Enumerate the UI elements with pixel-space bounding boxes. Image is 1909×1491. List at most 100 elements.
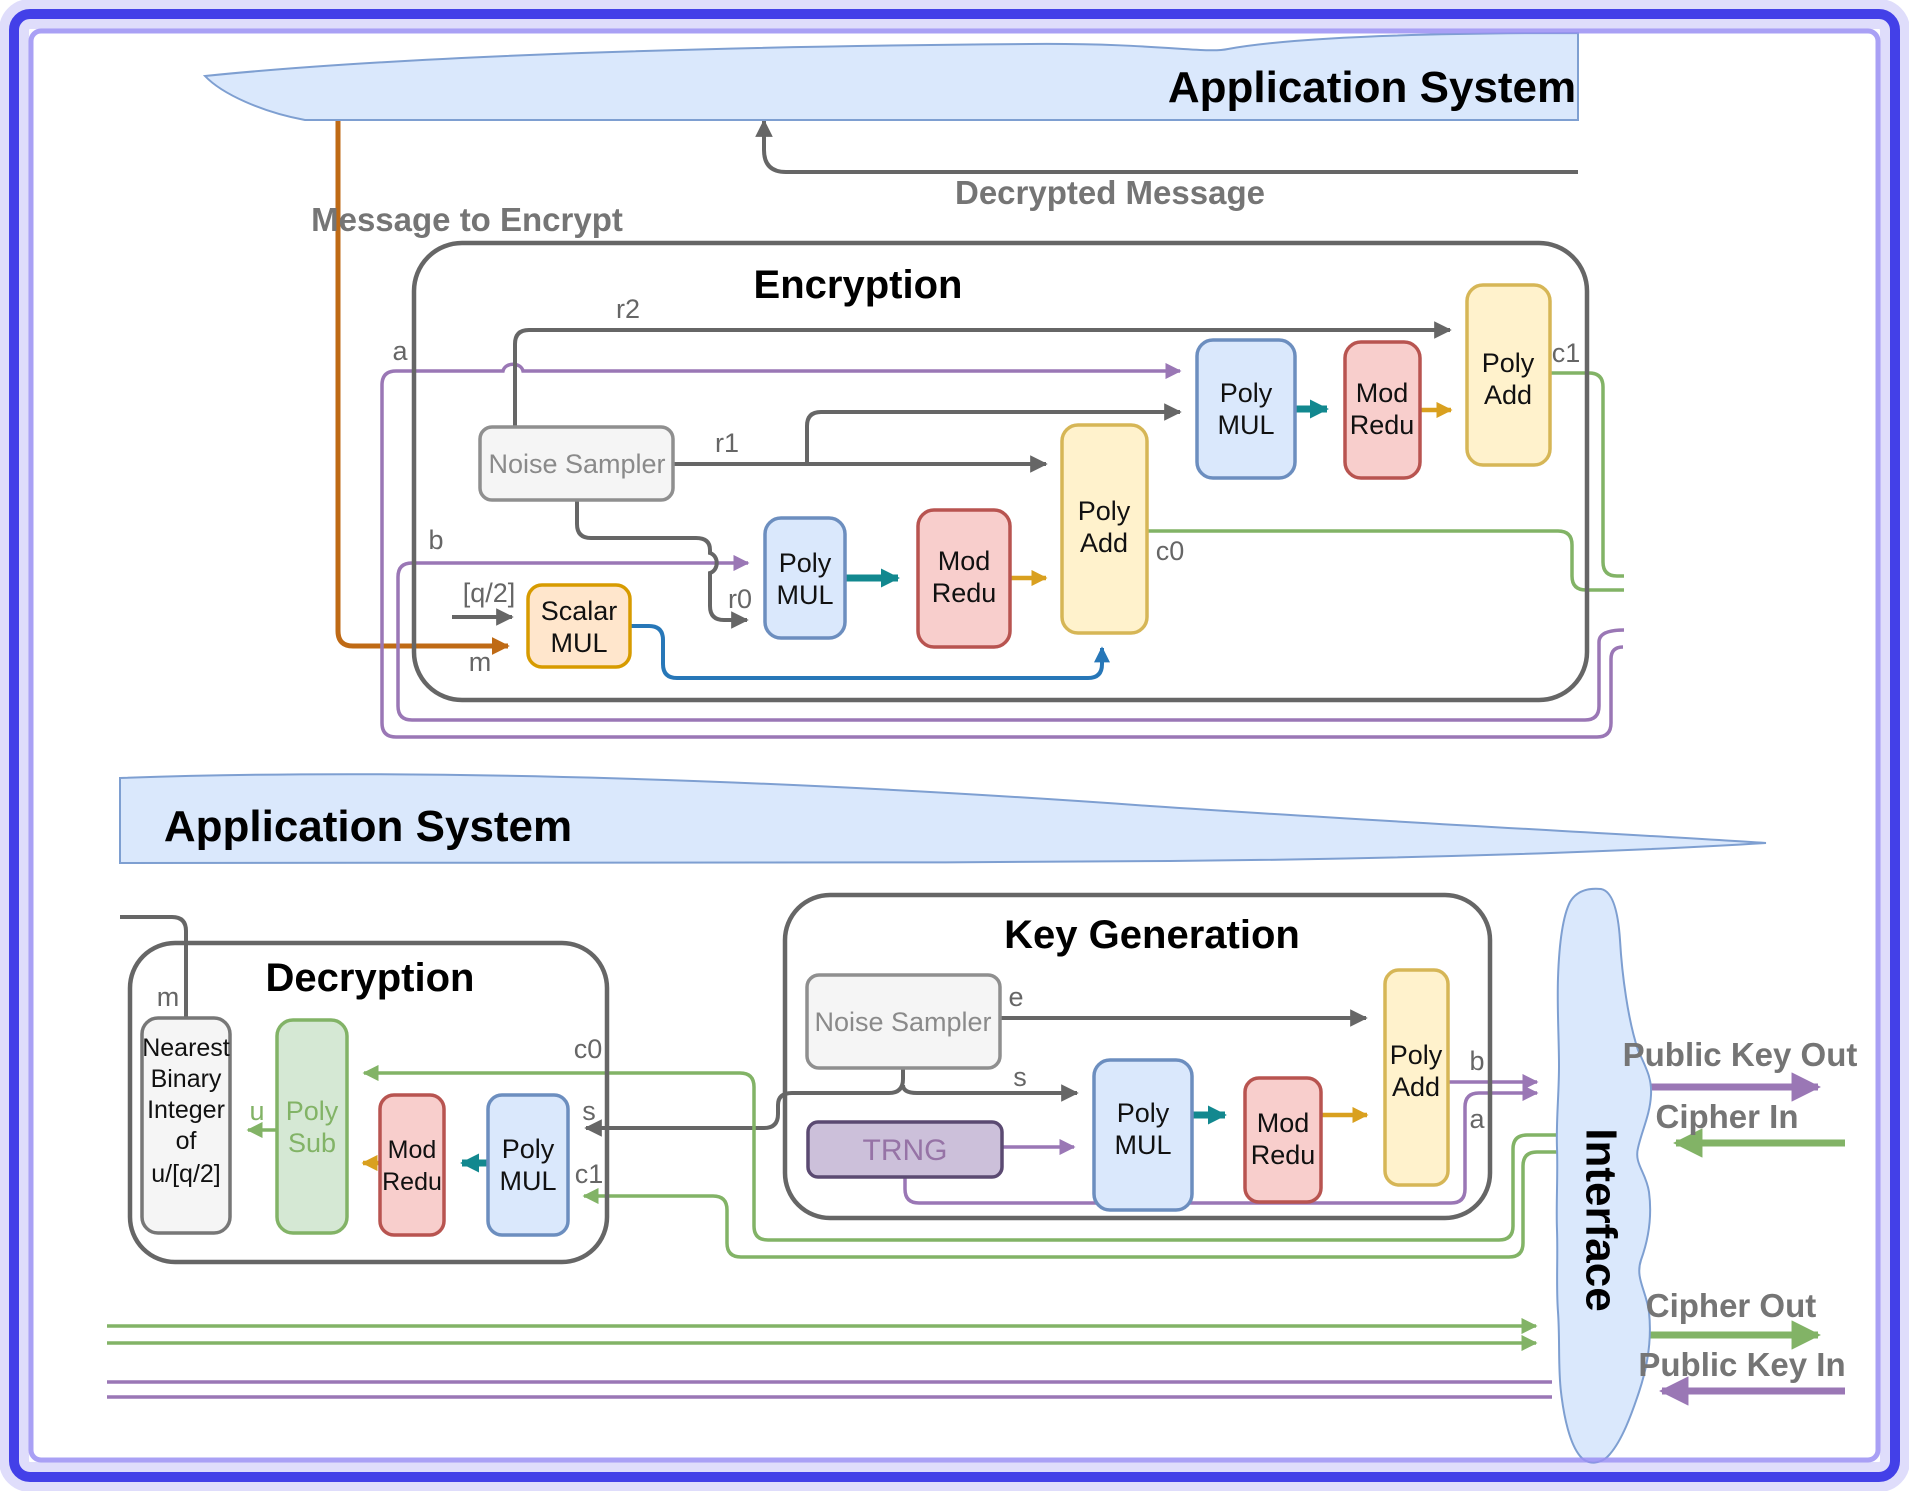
key-generation-box [782, 892, 1493, 1221]
wire-c0-in [362, 1064, 1558, 1242]
wire-s-to-decryption [584, 1068, 905, 1137]
application-system-middle-label: Application System [164, 802, 572, 851]
signal-r2: r2 [616, 294, 640, 324]
wire-r2 [513, 321, 1452, 427]
mod-redu-lower-label-1: Mod [938, 546, 991, 576]
wire-scalarmul-polyadd [630, 624, 1110, 680]
trng-label: TRNG [863, 1134, 948, 1167]
noise-sampler-kg-label: Noise Sampler [814, 1007, 991, 1037]
application-system-banner-middle [119, 773, 1767, 865]
noise-sampler-kg [805, 973, 1002, 1070]
poly-mul-lower-label-1: Poly [779, 548, 832, 578]
wire-c0-out [1147, 529, 1624, 592]
poly-mul-lower [763, 516, 847, 640]
signal-u: u [249, 1096, 264, 1126]
wire-message-to-encrypt [335, 80, 510, 655]
poly-add-kg-label-2: Add [1392, 1072, 1440, 1102]
poly-mul-kg-label-1: Poly [1117, 1098, 1170, 1128]
mod-redu-dec-label-2: Redu [382, 1168, 442, 1196]
nbi-label-2: Binary [151, 1065, 222, 1093]
poly-mul-dec-label-2: MUL [499, 1166, 556, 1196]
nbi-label-5: u/[q/2] [151, 1160, 221, 1188]
mod-redu-kg [1243, 1076, 1323, 1204]
poly-sub [275, 1018, 349, 1235]
nbi-label-3: Integer [147, 1096, 225, 1124]
poly-add-upper-label-2: Add [1484, 380, 1532, 410]
public-key-in-label: Public Key In [1638, 1346, 1845, 1383]
noise-sampler-enc [478, 425, 675, 502]
wire-a-encryption [380, 362, 1624, 739]
mod-redu-lower [916, 508, 1012, 649]
wire-a-kg [903, 1084, 1539, 1205]
wire-r0 [575, 500, 749, 629]
signal-r0: r0 [728, 584, 752, 614]
signal-m-dec: m [157, 982, 180, 1012]
scalar-mul-label-2: MUL [550, 628, 607, 658]
public-key-out-label: Public Key Out [1623, 1036, 1858, 1073]
key-generation-title: Key Generation [1004, 913, 1300, 957]
decrypted-message-label: Decrypted Message [955, 174, 1265, 211]
poly-sub-label-2: Sub [288, 1128, 336, 1158]
mod-redu-upper-label-1: Mod [1356, 378, 1409, 408]
noise-sampler-enc-label: Noise Sampler [488, 449, 665, 479]
signal-b-enc: b [428, 525, 443, 555]
application-system-top-label: Application System [1168, 63, 1576, 112]
signal-c0-enc: c0 [1156, 536, 1185, 566]
decryption-block: Decryption Nearest Binary Integer of u/[… [127, 940, 610, 1265]
signal-s-kg: s [1013, 1062, 1027, 1092]
signal-m-enc: m [469, 647, 492, 677]
signal-c0-dec: c0 [574, 1034, 603, 1064]
signal-c1-enc: c1 [1552, 338, 1581, 368]
mod-redu-lower-label-2: Redu [932, 578, 997, 608]
frame-outer-border [9, 9, 1900, 1482]
encryption-box [411, 240, 1590, 703]
poly-mul-dec-label-1: Poly [502, 1134, 555, 1164]
scalar-mul [526, 583, 632, 669]
frame-inner-border [28, 28, 1881, 1463]
poly-add-upper [1465, 283, 1552, 467]
poly-mul-kg-label-2: MUL [1114, 1130, 1171, 1160]
wire-c1-in [582, 1150, 1558, 1259]
wires [107, 80, 1845, 1406]
mod-redu-upper [1343, 340, 1422, 480]
signal-a-enc: a [392, 336, 408, 366]
mod-redu-dec-label-1: Mod [388, 1136, 437, 1164]
poly-mul-dec [486, 1093, 570, 1237]
cipher-out-label: Cipher Out [1646, 1287, 1817, 1324]
application-system-banner-top [202, 31, 1579, 121]
nbi-label-1: Nearest [142, 1034, 230, 1062]
signal-e: e [1008, 982, 1023, 1012]
mod-redu-kg-label-1: Mod [1257, 1108, 1310, 1138]
cipher-in-label: Cipher In [1655, 1098, 1798, 1135]
mod-redu-dec [378, 1093, 446, 1237]
key-generation-block: Key Generation Noise Sampler TRNG Poly M… [782, 892, 1493, 1221]
signal-q-half: [q/2] [463, 578, 516, 608]
mod-redu-upper-label-2: Redu [1350, 410, 1415, 440]
wire-c1-out [1550, 371, 1624, 578]
signal-a-kg: a [1469, 1104, 1485, 1134]
decryption-box [127, 940, 610, 1265]
interface-label: Interface [1577, 1128, 1626, 1311]
decryption-title: Decryption [266, 956, 475, 1000]
signal-r1: r1 [715, 428, 739, 458]
scalar-mul-label-1: Scalar [541, 596, 618, 626]
poly-mul-kg [1092, 1058, 1194, 1212]
poly-add-upper-label-1: Poly [1482, 348, 1535, 378]
trng [806, 1120, 1004, 1179]
encryption-title: Encryption [754, 263, 963, 307]
wire-m-out [120, 915, 188, 1018]
poly-mul-upper-label-2: MUL [1217, 410, 1274, 440]
interface-cloud [1555, 887, 1653, 1464]
poly-mul-upper [1195, 338, 1297, 480]
wire-b-encryption [396, 554, 1625, 722]
poly-add-kg [1383, 968, 1450, 1187]
wire-r1-branch [805, 403, 1182, 464]
poly-sub-label-1: Poly [286, 1096, 339, 1126]
wire-s-to-kg-polymul [901, 1084, 1079, 1102]
poly-add-lower [1060, 423, 1149, 635]
interface-block: Interface Public Key Out Cipher In Ciphe… [1555, 887, 1858, 1464]
mod-redu-kg-label-2: Redu [1251, 1140, 1316, 1170]
message-to-encrypt-label: Message to Encrypt [311, 201, 623, 238]
